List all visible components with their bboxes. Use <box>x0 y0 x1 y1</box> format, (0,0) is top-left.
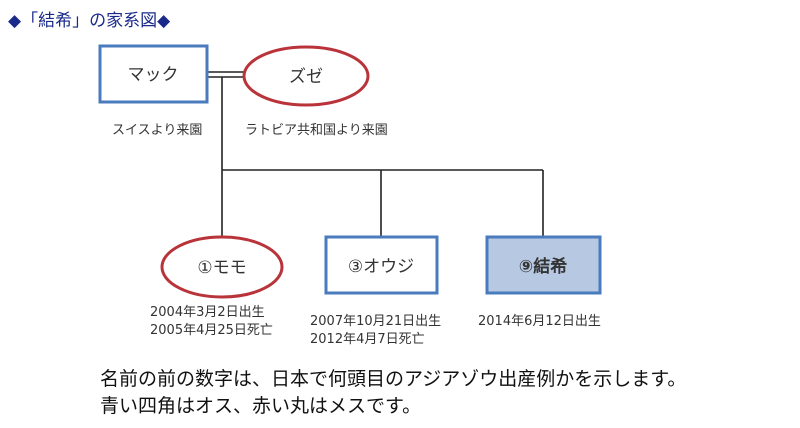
node-label-ouji: ③オウジ <box>348 257 414 277</box>
node-label-zuze: ズゼ <box>289 67 323 87</box>
birth-date-ouji: 2007年10月21日出生 <box>310 314 442 329</box>
male-square-highlighted <box>485 235 602 295</box>
male-square <box>98 44 209 104</box>
node-yuki: ⑨結希 <box>485 235 602 295</box>
dates-momo: 2004年3月2日出生 2005年4月25日死亡 <box>150 304 273 340</box>
node-label-yuki: ⑨結希 <box>519 256 567 277</box>
node-label-momo: ①モモ <box>197 258 246 278</box>
page-title: ◆「結希」の家系図◆ <box>8 11 171 31</box>
node-label-mack: マック <box>128 65 179 85</box>
female-circle <box>242 45 370 107</box>
male-square <box>324 235 439 295</box>
node-zuze: ズゼ <box>242 45 370 107</box>
caption-line-1: 名前の前の数字は、日本で何頭目のアジアゾウ出産例かを示します。 <box>100 368 687 390</box>
origin-zuze: ラトビア共和国より来園 <box>245 123 388 138</box>
node-momo: ①モモ <box>160 235 284 299</box>
female-circle <box>160 235 284 299</box>
birth-date-momo: 2004年3月2日出生 <box>150 305 265 320</box>
birth-date-yuki: 2014年6月12日出生 <box>478 314 601 329</box>
dates-yuki: 2014年6月12日出生 <box>478 313 601 331</box>
dates-ouji: 2007年10月21日出生 2012年4月7日死亡 <box>310 313 441 349</box>
death-date-ouji: 2012年4月7日死亡 <box>310 332 425 347</box>
death-date-momo: 2005年4月25日死亡 <box>150 323 273 338</box>
node-mack: マック <box>98 44 209 104</box>
connector-lines <box>208 71 544 237</box>
caption-line-2: 青い四角はオス、赤い丸はメスです。 <box>100 395 422 417</box>
node-ouji: ③オウジ <box>324 235 439 295</box>
origin-mack: スイスより来園 <box>112 123 203 138</box>
